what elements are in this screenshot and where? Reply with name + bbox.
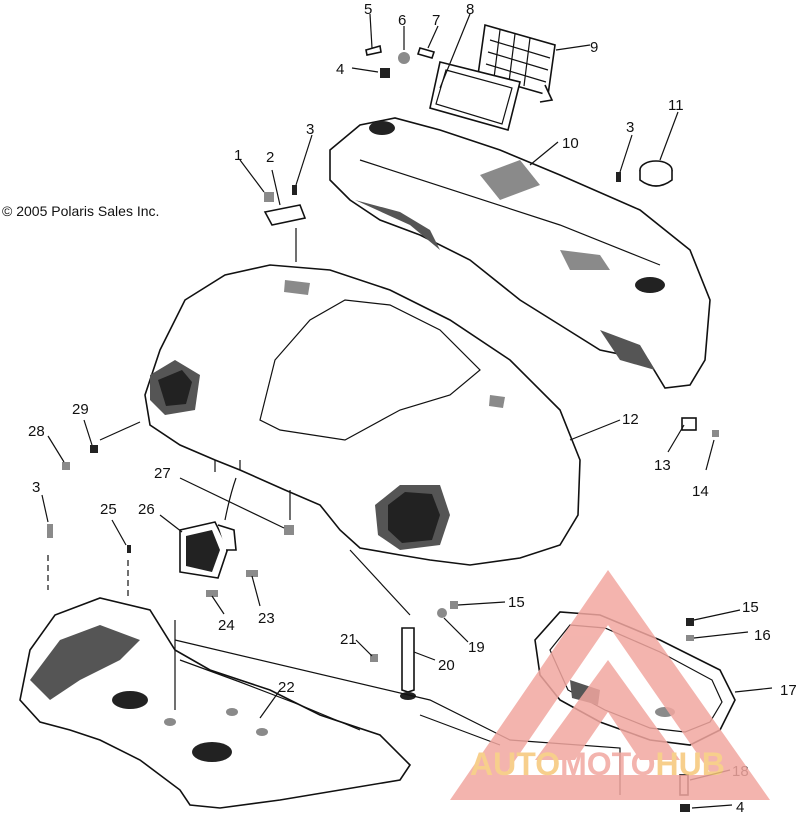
watermark-text-auto: AUTO	[470, 746, 560, 782]
callout-28: 28	[28, 423, 45, 440]
callout-19: 19	[468, 639, 485, 656]
callout-6: 6	[398, 12, 406, 29]
watermark-text-moto: MOTO	[560, 746, 655, 782]
copyright-text: © 2005 Polaris Sales Inc.	[2, 203, 159, 219]
rear-rack-part	[329, 117, 711, 389]
watermark-text-hub: HUB	[655, 746, 724, 782]
callout-23: 23	[258, 610, 275, 627]
hardware-small	[47, 417, 719, 812]
callout-11: 11	[668, 97, 684, 114]
callout-24: 24	[218, 617, 235, 634]
callout-22: 22	[278, 679, 295, 696]
watermark-inner-mark	[535, 660, 680, 760]
callout-8: 8	[466, 1, 474, 18]
gasket-part	[429, 61, 521, 131]
callout-3-right: 3	[626, 119, 634, 136]
callout-7: 7	[432, 12, 440, 29]
callout-17: 17	[780, 682, 797, 699]
callout-2: 2	[266, 149, 274, 166]
callout-26: 26	[138, 501, 155, 518]
svg-text:AUTOMOTOHUB: AUTOMOTOHUB	[470, 746, 725, 782]
callout-9: 9	[590, 39, 598, 56]
callout-4-bottom: 4	[736, 799, 744, 816]
callout-10: 10	[562, 135, 579, 152]
callout-15-mid: 15	[508, 594, 525, 611]
cap-part	[639, 160, 673, 187]
callout-29: 29	[72, 401, 89, 418]
callout-16: 16	[754, 627, 771, 644]
callout-27: 27	[154, 465, 171, 482]
watermark-triangle-icon	[450, 570, 770, 800]
callout-1: 1	[234, 147, 242, 164]
callout-15-right: 15	[742, 599, 759, 616]
callout-3-left: 3	[32, 479, 40, 496]
callout-14: 14	[692, 483, 709, 500]
callout-4-top: 4	[336, 61, 344, 78]
hardware-cluster-top	[365, 44, 436, 78]
bottom-skid-part	[19, 597, 412, 809]
callout-5: 5	[364, 1, 372, 18]
callout-12: 12	[622, 411, 639, 428]
clip-parts-left	[263, 172, 621, 226]
headlight-part	[179, 521, 237, 579]
callout-3-top: 3	[306, 121, 314, 138]
leader-lines	[41, 13, 773, 809]
callout-25: 25	[100, 501, 117, 518]
callout-21: 21	[340, 631, 357, 648]
callout-20: 20	[438, 657, 455, 674]
watermark: AUTOMOTOHUB	[450, 570, 770, 800]
callout-13: 13	[654, 457, 671, 474]
front-cover-part	[144, 264, 581, 566]
